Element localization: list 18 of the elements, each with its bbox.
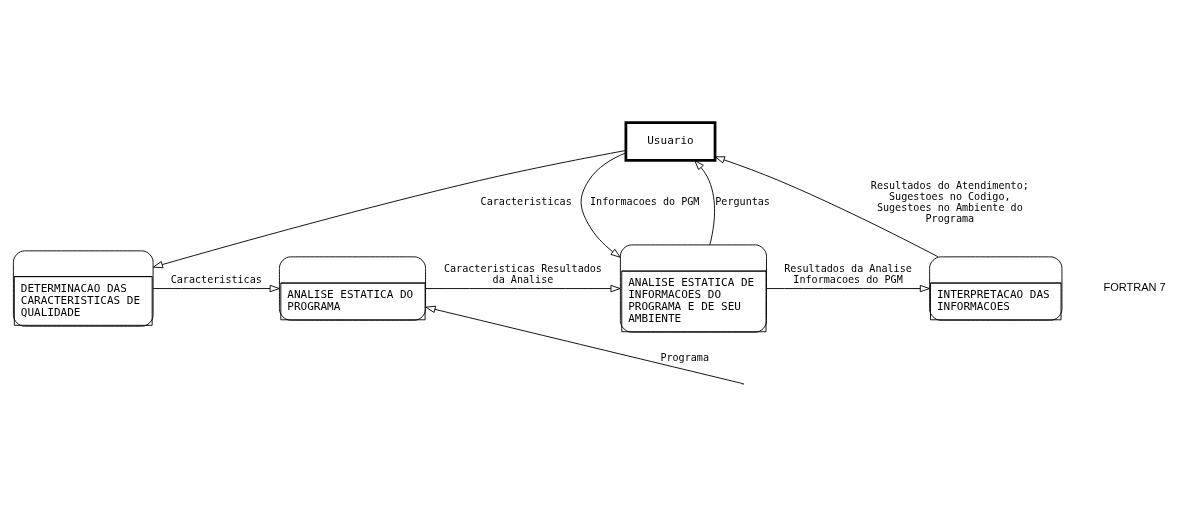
arrow: [580, 152, 627, 258]
label: FORTRAN 7: [1103, 281, 1166, 294]
edge-label: Programa: [660, 351, 710, 363]
arrow: [714, 156, 939, 258]
arrow: [425, 305, 744, 385]
edge-label: Resultados do Atendimento; Sugestoes no Codigo, Sugestoes no Ambiente do Programa: [870, 179, 1029, 224]
edge-label: Informacoes do PGM: [590, 196, 700, 208]
arrow: [425, 284, 621, 293]
edge-label: Caracteristicas Resultados da Analise: [443, 262, 602, 285]
arrow: [766, 284, 930, 293]
edge-label: Caracteristicas: [170, 273, 262, 285]
node-box: Usuario: [624, 121, 717, 162]
edge-label: Caracteristicas: [480, 196, 572, 208]
arrow: [694, 160, 715, 246]
edge-label: Resultados da Analise Informacoes do PGM: [784, 262, 912, 285]
arrow: [152, 150, 627, 269]
arrow: [152, 284, 280, 293]
edge-label: Perguntas: [715, 196, 770, 208]
